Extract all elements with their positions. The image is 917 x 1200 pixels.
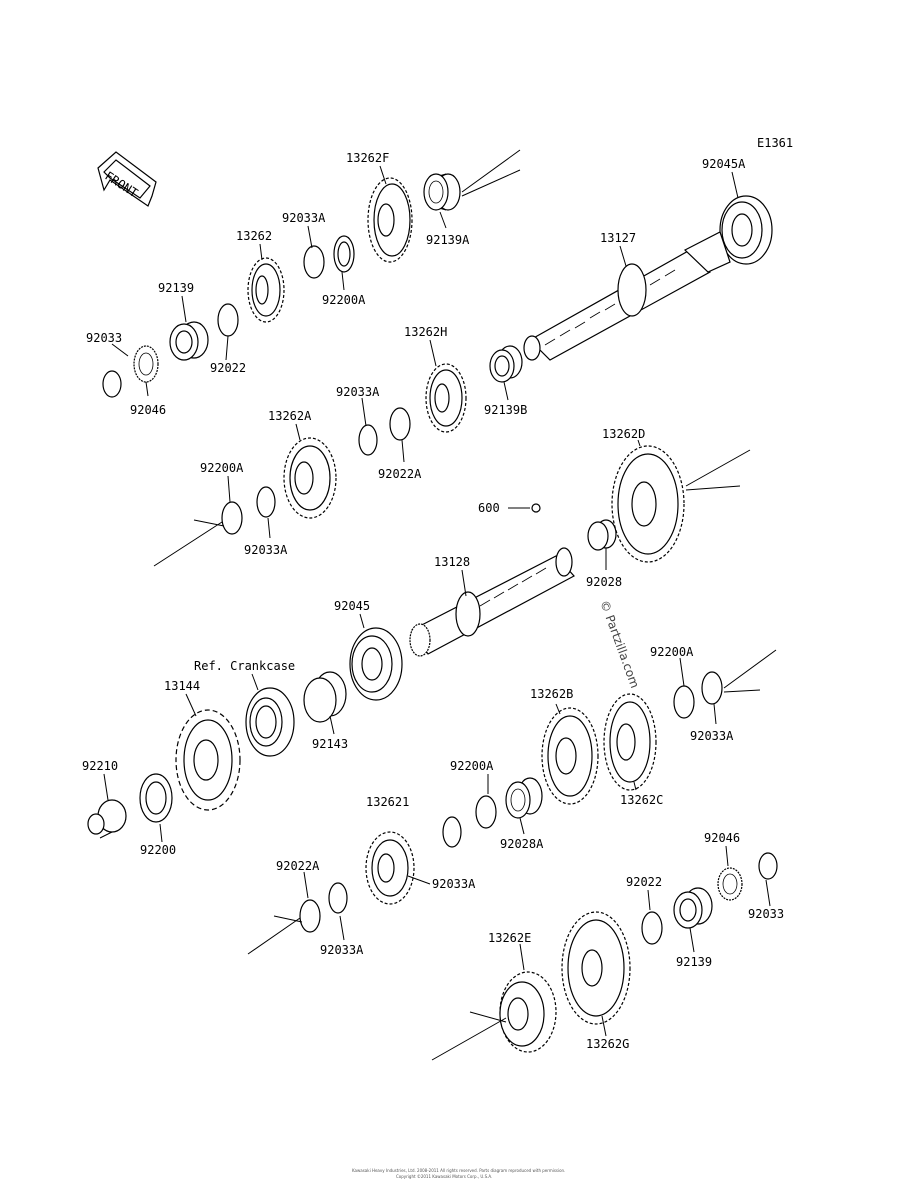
gear-13262G-icon [561,911,631,1025]
shaft-13128-icon [409,547,575,657]
gear-13262-icon [247,257,285,323]
label-92200A-4: 92200A [450,759,494,773]
circlip-92033A-3-icon [256,486,276,518]
label-13262F: 13262F [346,151,389,165]
label-92028: 92028 [586,575,622,589]
label-13144: 13144 [164,679,200,693]
label-92200A-1: 92200A [322,293,366,307]
circlip-92033-2-icon [758,852,778,880]
circlip-92033A-5-icon [442,816,462,848]
needle-bearing-92046-2-icon [717,867,743,901]
leader-lines [103,165,771,1037]
circlip-92033-icon [102,370,122,398]
washer-92022A-icon [389,407,411,441]
label-92022-2: 92022 [626,875,662,889]
label-92139B: 92139B [484,403,527,417]
gear-13262E-icon [499,971,557,1053]
collar-92139B-icon [489,345,523,383]
watermark: © Partzilla.com [597,598,642,690]
washer-92200A-2-icon [221,501,243,535]
label-13262A: 13262A [268,409,312,423]
label-92033A-3: 92033A [244,543,288,557]
front-arrow-icon: FRONT [97,151,157,207]
washer-92200A-4-icon [475,795,497,829]
diagram-id: E1361 [757,136,793,150]
label-92033A-2: 92033A [336,385,380,399]
label-92200A-2: 92200A [200,461,244,475]
label-92045A: 92045A [702,157,746,171]
shaft-13127-icon [523,231,731,361]
ball-bearing-92045-icon [349,627,403,701]
label-13262B: 13262B [530,687,573,701]
circlip-92033A-6-icon [328,882,348,914]
collar-92139-icon [169,321,209,361]
part-number-labels: 13262F 92045A 92033A 13262 92139A 13127 … [82,151,784,1051]
label-92033-2: 92033 [748,907,784,921]
label-92033A-4: 92033A [690,729,734,743]
footer-line-1: Kawasaki Heavy Industries, Ltd. 2008-201… [352,1168,565,1173]
circlip-92033A-4-icon [701,671,723,705]
gear-13262F-icon [367,177,413,263]
needle-bearing-92028A-icon [505,777,543,819]
ball-600-icon [531,503,541,513]
label-13262H: 13262H [404,325,447,339]
needle-bearing-92139A-icon [423,173,461,211]
label-92200A-3: 92200A [650,645,694,659]
label-92143: 92143 [312,737,348,751]
washer-92022-icon [217,303,239,337]
gear-13262H-icon [425,363,467,433]
label-92022: 92022 [210,361,246,375]
circlip-92033A-2-icon [358,424,378,456]
washer-92200A-3-icon [673,685,695,719]
label-92139A: 92139A [426,233,470,247]
label-13128: 13128 [434,555,470,569]
ball-bearing-92045A-icon [719,195,773,265]
circlip-92033A-icon [303,245,325,279]
label-92200: 92200 [140,843,176,857]
washer-92022-2-icon [641,911,663,945]
label-13262E: 13262E [488,931,531,945]
label-92045: 92045 [334,599,370,613]
label-92139: 92139 [158,281,194,295]
label-92046-2: 92046 [704,831,740,845]
label-600: 600 [478,501,500,515]
footer-line-2: Copyright ©2011 Kawasaki Motors Corp., U… [396,1174,492,1179]
needle-bearing-92046-icon [133,345,159,383]
label-13127: 13127 [600,231,636,245]
label-92139-2: 92139 [676,955,712,969]
washer-92022A-2-icon [299,899,321,933]
gear-132621-icon [365,831,415,905]
bushing-92028-icon [587,519,617,551]
label-92033A-5: 92033A [432,877,476,891]
label-92033A-1: 92033A [282,211,326,225]
label-92028A: 92028A [500,837,544,851]
label-92033A-6: 92033A [320,943,364,957]
nut-92210-icon [87,799,127,839]
gear-13262A-icon [283,437,337,519]
collar-92139-2-icon [673,887,713,929]
label-92022A-2: 92022A [276,859,320,873]
gear-13262B-icon [541,707,599,805]
label-92033: 92033 [86,331,122,345]
oil-seal-crankcase-icon [245,687,295,757]
label-92046: 92046 [130,403,166,417]
label-92210: 92210 [82,759,118,773]
label-ref-crankcase: Ref. Crankcase [194,659,295,673]
label-13262C: 13262C [620,793,663,807]
label-13262: 13262 [236,229,272,243]
label-13262D: 13262D [602,427,645,441]
collar-92143-icon [303,671,347,723]
label-92022A: 92022A [378,467,422,481]
gear-13262C-icon [603,693,657,791]
label-132621: 132621 [366,795,409,809]
label-13262G: 13262G [586,1037,629,1051]
gear-13262D-icon [611,445,685,563]
sprocket-13144-icon [175,709,241,811]
